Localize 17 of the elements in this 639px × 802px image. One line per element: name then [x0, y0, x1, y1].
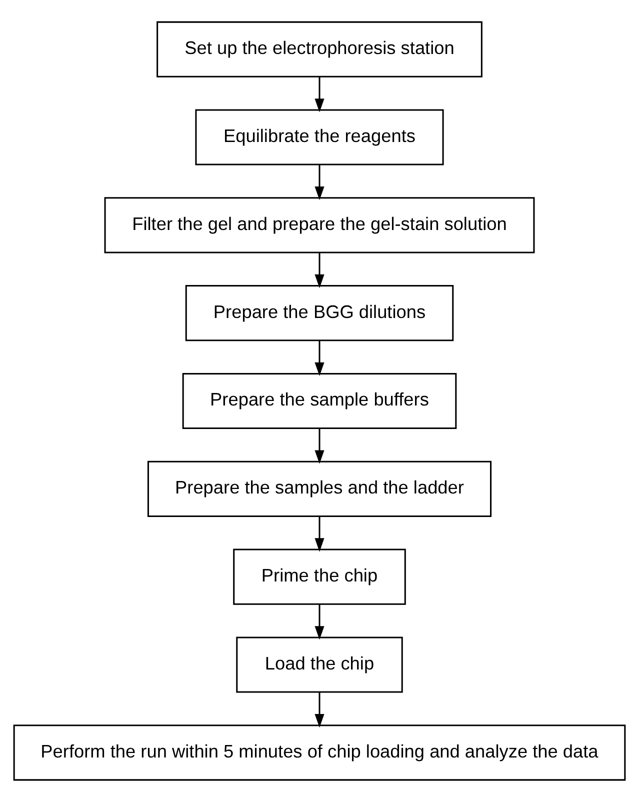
- arrow: [314, 604, 324, 640]
- node-box: Filter the gel and prepare the gel-stain solution: [104, 197, 535, 254]
- arrow: [314, 692, 324, 728]
- node-box: Prepare the samples and the ladder: [147, 460, 492, 517]
- arrow: [314, 428, 324, 464]
- node-box: Prime the chip: [233, 548, 406, 605]
- node-box: Equilibrate the reagents: [195, 109, 444, 166]
- node-box: Perform the run within 5 minutes of chip loading and analyze the data: [13, 724, 626, 781]
- arrow: [314, 340, 324, 376]
- arrow: [314, 76, 324, 112]
- node-box: Prepare the sample buffers: [182, 372, 457, 430]
- arrow: [314, 516, 324, 552]
- node-box: Prepare the BGG dilutions: [185, 285, 454, 342]
- arrow: [314, 164, 324, 200]
- node-box: Set up the electrophoresis station: [156, 21, 482, 78]
- node-box: Load the chip: [236, 636, 403, 693]
- arrow: [314, 252, 324, 288]
